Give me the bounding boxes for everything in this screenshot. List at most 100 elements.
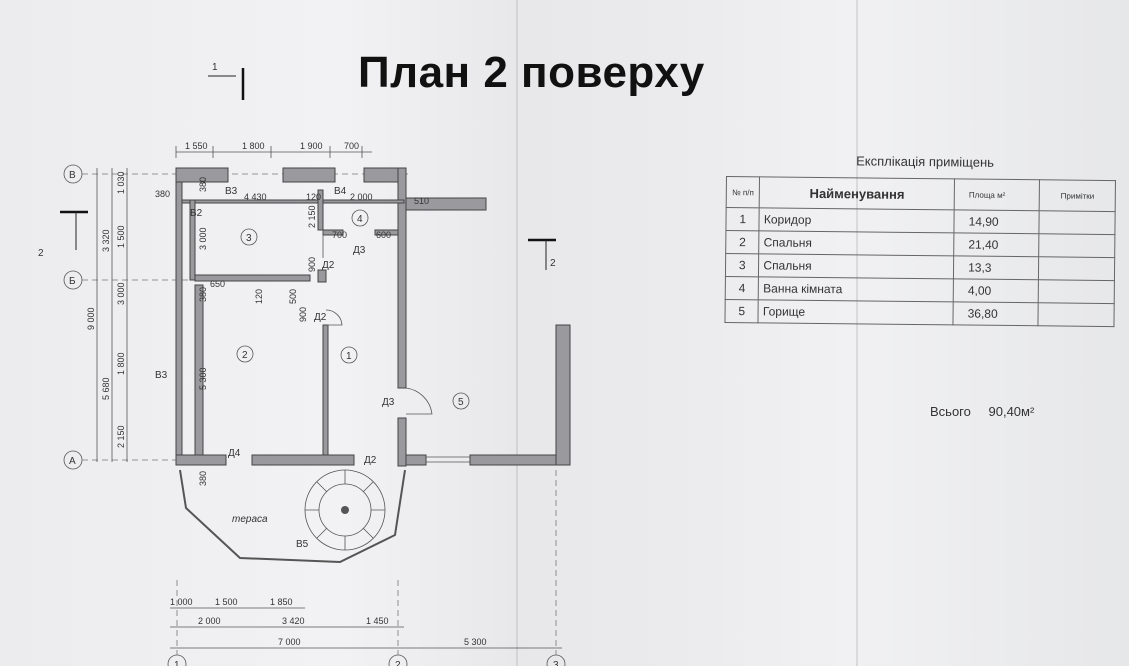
dim-inner-600: 600	[376, 230, 391, 240]
row-name: Спальня	[758, 253, 954, 279]
total-label: Всього	[930, 404, 971, 419]
code-b2: В2	[190, 208, 203, 219]
schedule-caption: Експлікація приміщень	[856, 153, 995, 170]
dim-bottom-6: 1 450	[366, 616, 389, 626]
dim-left-e: 2 150	[116, 425, 126, 448]
dim-left-upper: 3 320	[101, 229, 111, 252]
row-notes	[1038, 279, 1115, 304]
header-name: Найменування	[759, 176, 955, 210]
dim-inner-380-v1: 380	[198, 177, 208, 192]
dim-bottom-2: 1 500	[215, 597, 238, 607]
code-d2-bottom: Д2	[364, 455, 377, 466]
dim-top-2: 1 800	[242, 141, 265, 151]
terrace: тераса	[179, 469, 406, 564]
code-d2-mid: Д2	[314, 312, 327, 323]
dim-bottom-8: 5 300	[464, 637, 487, 647]
inner-dimensions: 380 4 430 120 2 000 510 700 600 380 3 00…	[155, 177, 429, 486]
dim-inner-900-a: 900	[307, 257, 317, 272]
header-notes: Примітки	[1039, 179, 1116, 212]
row-area: 4,00	[953, 278, 1039, 303]
row-name: Коридор	[759, 207, 955, 233]
room-number-3: 3	[246, 233, 252, 244]
room-number-5: 5	[458, 397, 464, 408]
code-d3-top: Д3	[353, 245, 366, 256]
dim-top-4: 700	[344, 141, 359, 151]
walls	[175, 167, 571, 467]
room-schedule: Експлікація приміщень № п/п Найменування…	[724, 153, 1116, 327]
row-number: 1	[725, 207, 760, 231]
dim-left-a: 1 030	[116, 171, 126, 194]
axis-be-label: Б	[69, 276, 76, 287]
dim-inner-510: 510	[414, 196, 429, 206]
code-b3-top: В3	[225, 186, 238, 197]
terrace-label: тераса	[232, 514, 268, 525]
left-dimensions: 9 000 3 320 5 680 1 030 1 500 3 000 1 80…	[86, 168, 128, 462]
header-number: № п/п	[726, 176, 760, 208]
dim-top-3: 1 900	[300, 141, 323, 151]
section-mark-2-label: 2	[38, 248, 44, 259]
dim-inner-700: 700	[332, 230, 347, 240]
dim-inner-120: 120	[306, 192, 321, 202]
row-number: 3	[725, 253, 760, 277]
axis-1-label: 1	[174, 660, 180, 666]
axis-b-label: В	[69, 170, 76, 181]
code-b3-left: В3	[155, 370, 168, 381]
row-area: 13,3	[953, 255, 1040, 280]
row-notes	[1039, 233, 1115, 258]
dim-bottom-3: 1 850	[270, 597, 293, 607]
dim-inner-120-v: 120	[254, 289, 264, 304]
dim-inner-2150: 2 150	[307, 205, 317, 228]
dim-left-total: 9 000	[86, 307, 96, 330]
element-codes: В3 В4 В2 Д3 Д2 Д2 В3 Д3 Д4 Д2 В5	[155, 186, 395, 550]
section-marks: 1 2 2	[38, 62, 556, 270]
row-name: Спальня	[759, 230, 954, 256]
dim-left-d: 1 800	[116, 352, 126, 375]
page-title: План 2 поверху	[358, 48, 705, 97]
row-notes	[1038, 256, 1115, 281]
row-area: 21,40	[953, 232, 1040, 257]
code-b4: В4	[334, 186, 347, 197]
axis-2-label: 2	[395, 660, 401, 666]
row-number: 5	[724, 299, 759, 323]
code-d4: Д4	[228, 448, 241, 459]
row-name: Ванна кімната	[758, 276, 954, 302]
row-area: 14,90	[953, 209, 1040, 234]
bottom-dimensions: 1 000 1 500 1 850 2 000 3 420 1 450 7 00…	[170, 597, 562, 649]
code-d2-top: Д2	[322, 260, 335, 271]
axis-3-label: 3	[553, 660, 559, 666]
section-mark-1-label: 1	[212, 62, 218, 73]
total-area: Всього 90,40м²	[930, 404, 1034, 419]
room-numbers: 3 4 2 1 5	[236, 209, 470, 410]
dim-bottom-5: 3 420	[282, 616, 305, 626]
row-name: Горище	[758, 299, 954, 325]
dim-inner-500: 500	[288, 289, 298, 304]
top-dimensions: 1 550 1 800 1 900 700	[175, 141, 372, 158]
room-number-4: 4	[357, 214, 363, 225]
dim-inner-4430: 4 430	[244, 192, 267, 202]
axis-a-label: А	[69, 456, 76, 467]
room-number-2: 2	[242, 350, 248, 361]
dim-bottom-7: 7 000	[278, 637, 301, 647]
dim-left-b: 1 500	[116, 225, 126, 248]
dim-inner-900-b: 900	[298, 307, 308, 322]
row-notes	[1039, 210, 1116, 235]
row-number: 2	[725, 230, 760, 254]
dim-left-c: 3 000	[116, 282, 126, 305]
code-d3-mid: Д3	[382, 397, 395, 408]
row-number: 4	[725, 276, 759, 300]
row-area: 36,80	[953, 301, 1039, 326]
dim-inner-380-top: 380	[155, 189, 170, 199]
dim-inner-2000: 2 000	[350, 192, 373, 202]
dim-bottom-1: 1 000	[170, 597, 193, 607]
header-area: Площа м²	[954, 178, 1040, 211]
dim-bottom-4: 2 000	[198, 616, 221, 626]
code-b5: В5	[296, 539, 309, 550]
room-number-1: 1	[346, 351, 352, 362]
dim-inner-380-v2: 380	[198, 287, 208, 302]
axis-markers: В Б А 1 2 3	[63, 164, 566, 666]
dim-inner-3000: 3 000	[198, 227, 208, 250]
section-mark-3-label: 2	[550, 258, 556, 269]
schedule-header-row: № п/п Найменування Площа м² Примітки	[726, 176, 1116, 212]
